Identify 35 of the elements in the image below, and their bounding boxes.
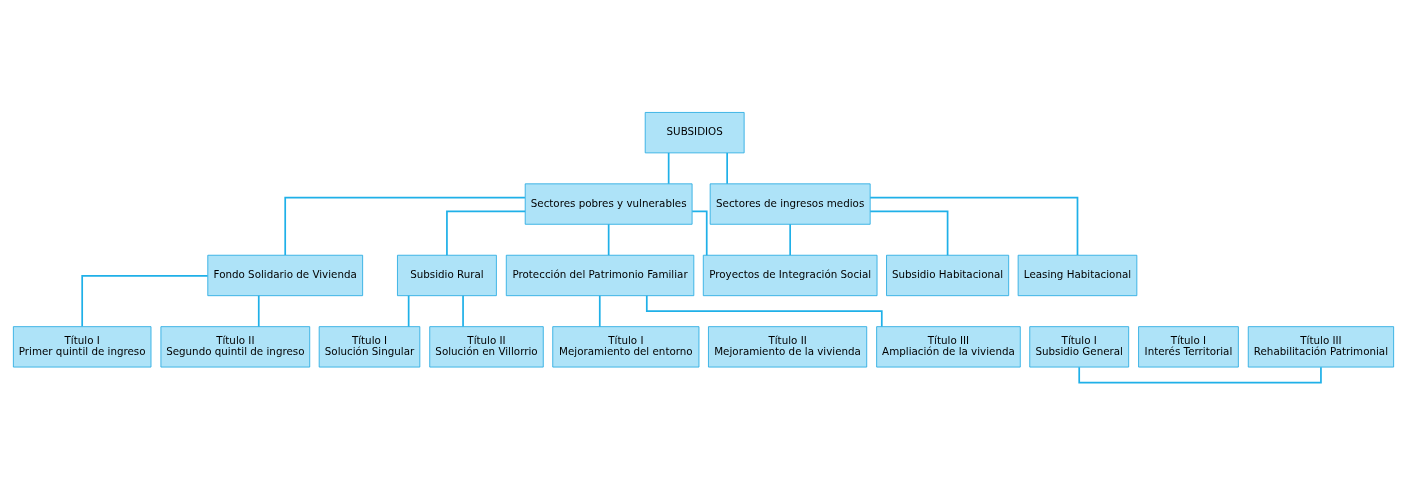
connector [789, 223, 792, 256]
connector [607, 223, 610, 256]
connector [869, 210, 949, 257]
connector [81, 275, 209, 328]
node-box: Leasing Habitacional [1017, 254, 1138, 297]
connector [284, 196, 526, 256]
node-box: Título II Segundo quintil de ingreso [160, 326, 311, 368]
node-box: Título I Subsidio General [1029, 326, 1130, 368]
connector [869, 196, 1079, 256]
node-box: Título III Ampliación de la vivienda [876, 326, 1021, 368]
node-box: Título III Rehabilitación Patrimonial [1247, 326, 1395, 368]
node-box: Subsidio Habitacional [886, 254, 1010, 297]
connector [667, 152, 670, 185]
connector [257, 294, 260, 328]
node-box: SUBSIDIOS [644, 112, 745, 154]
connector [462, 294, 464, 328]
node-box: Título I Solución Singular [318, 326, 421, 368]
connector [1078, 366, 1322, 384]
node-box: Proyectos de Integración Social [702, 254, 878, 297]
connector [598, 294, 601, 328]
node-box: Título II Mejoramiento de la vivienda [708, 326, 868, 368]
connector [407, 294, 410, 328]
node-box: Título I Primer quintil de ingreso [12, 326, 152, 368]
node-box: Título I Interés Territorial [1138, 326, 1239, 368]
node-box: Fondo Solidario de Vivienda [207, 254, 364, 297]
connector [645, 294, 883, 328]
node-box: Subsidio Rural [397, 254, 497, 297]
connector [726, 152, 728, 185]
node-box: Protección del Patrimonio Familiar [505, 254, 695, 297]
connector [691, 210, 708, 257]
node-box: Sectores pobres y vulnerables [524, 183, 693, 225]
connector [446, 210, 527, 257]
node-box: Título I Mejoramiento del entorno [552, 326, 700, 368]
node-box: Título II Solución en Villorrio [429, 326, 544, 368]
node-box: Sectores de ingresos medios [709, 183, 871, 225]
